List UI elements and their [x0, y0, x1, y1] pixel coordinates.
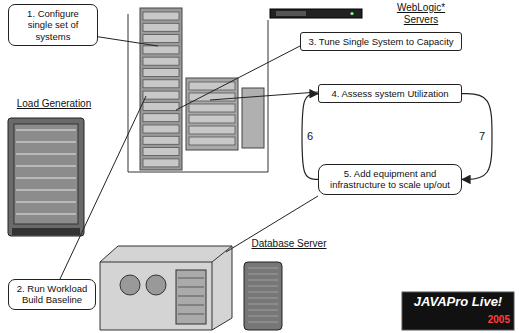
- callout-text: 4. Assess system Utilization: [324, 88, 456, 99]
- callout-box: 5. Add equipment and infrastructure to s…: [318, 164, 462, 195]
- cycle-arrow: [302, 94, 318, 180]
- load-generator-rack: [8, 118, 84, 236]
- logo-year: 2005: [470, 314, 510, 326]
- callout-text: 5. Add equipment and infrastructure to s…: [324, 168, 456, 191]
- group-label: Load Generation: [14, 98, 94, 110]
- step-number: 7: [478, 130, 486, 142]
- group-bracket: [128, 14, 268, 172]
- cycle-arrow: [462, 94, 492, 180]
- callout-text: 1. Configure single set of systems: [14, 8, 92, 42]
- callout-box: 3. Tune Single System to Capacity: [300, 32, 462, 51]
- server-label: WebLogic* Servers: [386, 2, 456, 25]
- callout-text: 3. Tune Single System to Capacity: [306, 36, 456, 47]
- callout-text: 2. Run Workload Build Baseline: [14, 283, 90, 306]
- logo-text: JAVAPro Live!: [406, 295, 510, 310]
- server-rack: [140, 8, 264, 170]
- rack-server-1u: [270, 9, 362, 18]
- server-label: Database Server: [244, 238, 334, 250]
- database-server: [100, 246, 282, 330]
- callout-box: 2. Run Workload Build Baseline: [8, 279, 96, 310]
- logo-box: [402, 292, 514, 330]
- step-number: 6: [306, 130, 314, 142]
- callout-box: 1. Configure single set of systems: [8, 4, 98, 46]
- callout-box: 4. Assess system Utilization: [318, 84, 462, 103]
